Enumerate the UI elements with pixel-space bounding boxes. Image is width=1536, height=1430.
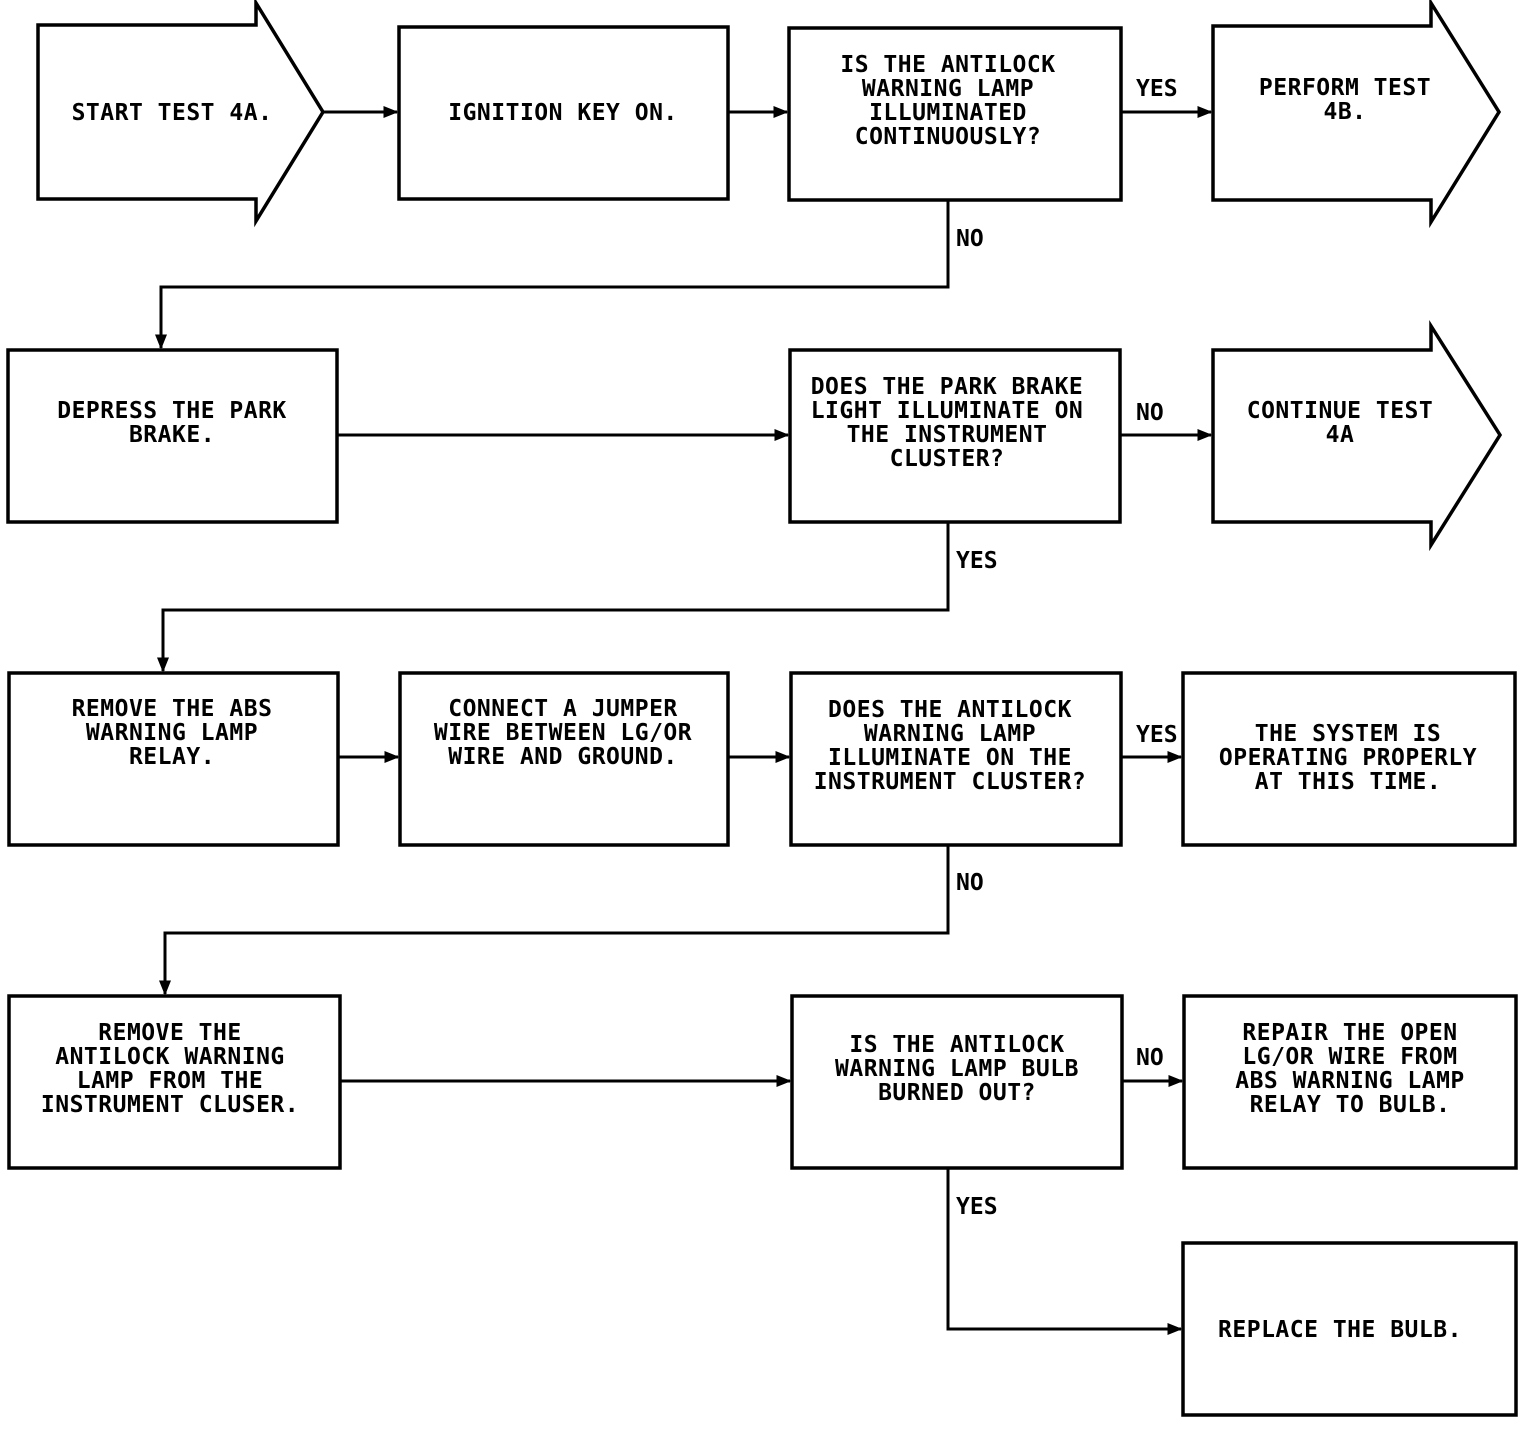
- svg-text:IGNITION KEY ON.: IGNITION KEY ON.: [448, 100, 678, 126]
- label-q1-no: NO: [956, 226, 984, 252]
- edge-q4-yes: [946, 1168, 1183, 1335]
- node-text-line: ABS WARNING LAMP: [1235, 1068, 1465, 1094]
- node-text-line: WARNING LAMP: [86, 720, 258, 746]
- node-text-line: WARNING LAMP: [864, 721, 1036, 747]
- replace-bulb-node: REPLACE THE BULB.: [1181, 1241, 1518, 1417]
- node-text-line: LG/OR WIRE FROM: [1242, 1044, 1457, 1070]
- node-text-line: THE INSTRUMENT: [847, 422, 1048, 448]
- label-q3-no: NO: [956, 870, 984, 896]
- ignition-key-on-node: IGNITION KEY ON.: [397, 25, 730, 201]
- node-text-line: ILLUMINATE ON THE: [828, 745, 1072, 771]
- node-text-line: WIRE AND GROUND.: [448, 744, 678, 770]
- edge-q1-no: [155, 200, 950, 350]
- svg-text:START TEST 4A.: START TEST 4A.: [72, 100, 273, 126]
- node-text-line: INSTRUMENT CLUSTER?: [814, 769, 1087, 795]
- label-q2-yes: YES: [956, 548, 998, 574]
- node-text-line: PERFORM TEST: [1259, 75, 1431, 101]
- node-text-line: THE SYSTEM IS: [1255, 721, 1442, 747]
- node-text-line: AT THIS TIME.: [1255, 769, 1442, 795]
- node-text-line: DEPRESS THE PARK: [57, 398, 287, 424]
- node-text-line: INSTRUMENT CLUSER.: [41, 1092, 299, 1118]
- node-text-line: IS THE ANTILOCK: [849, 1032, 1064, 1058]
- node-text-line: LAMP FROM THE: [77, 1068, 264, 1094]
- label-q2-no: NO: [1136, 400, 1164, 426]
- svg-text:REPLACE THE BULB.: REPLACE THE BULB.: [1218, 1317, 1462, 1343]
- edge-q3-no: [159, 845, 950, 996]
- node-text-line: 4A: [1326, 422, 1355, 448]
- label-q3-yes: YES: [1136, 722, 1178, 748]
- node-text-line: WARNING LAMP: [862, 76, 1034, 102]
- node-text-line: ANTILOCK WARNING: [55, 1044, 285, 1070]
- node-text-line: 4B.: [1323, 99, 1366, 125]
- node-text-line: DOES THE PARK BRAKE: [811, 374, 1084, 400]
- node-text-line: START TEST 4A.: [72, 100, 273, 126]
- node-text-line: CONTINUOUSLY?: [855, 124, 1042, 150]
- start-test-4a-node: START TEST 4A.: [36, 0, 326, 228]
- node-text-line: LIGHT ILLUMINATE ON: [811, 398, 1084, 424]
- node-text-line: IGNITION KEY ON.: [448, 100, 678, 126]
- node-text-line: BRAKE.: [129, 422, 215, 448]
- node-text-line: RELAY TO BULB.: [1250, 1092, 1451, 1118]
- node-text-line: OPERATING PROPERLY: [1219, 745, 1477, 771]
- node-text-line: BURNED OUT?: [878, 1080, 1036, 1106]
- label-q4-no: NO: [1136, 1045, 1164, 1071]
- node-text-line: ILLUMINATED: [869, 100, 1027, 126]
- node-text-line: RELAY.: [129, 744, 215, 770]
- node-text-line: REPLACE THE BULB.: [1218, 1317, 1462, 1343]
- label-q4-yes: YES: [956, 1194, 998, 1220]
- node-text-line: REMOVE THE ABS: [72, 696, 273, 722]
- node-text-line: REMOVE THE: [98, 1020, 241, 1046]
- node-text-line: IS THE ANTILOCK: [840, 52, 1055, 78]
- node-text-line: CONNECT A JUMPER: [448, 696, 678, 722]
- node-text-line: CONTINUE TEST: [1247, 398, 1434, 424]
- node-text-line: CLUSTER?: [890, 446, 1005, 472]
- node-text-line: REPAIR THE OPEN: [1242, 1020, 1457, 1046]
- edge-q2-yes: [157, 522, 950, 673]
- node-text-line: WARNING LAMP BULB: [835, 1056, 1079, 1082]
- label-q1-yes: YES: [1136, 76, 1178, 102]
- node-text-line: DOES THE ANTILOCK: [828, 697, 1072, 723]
- node-text-line: WIRE BETWEEN LG/OR: [434, 720, 692, 746]
